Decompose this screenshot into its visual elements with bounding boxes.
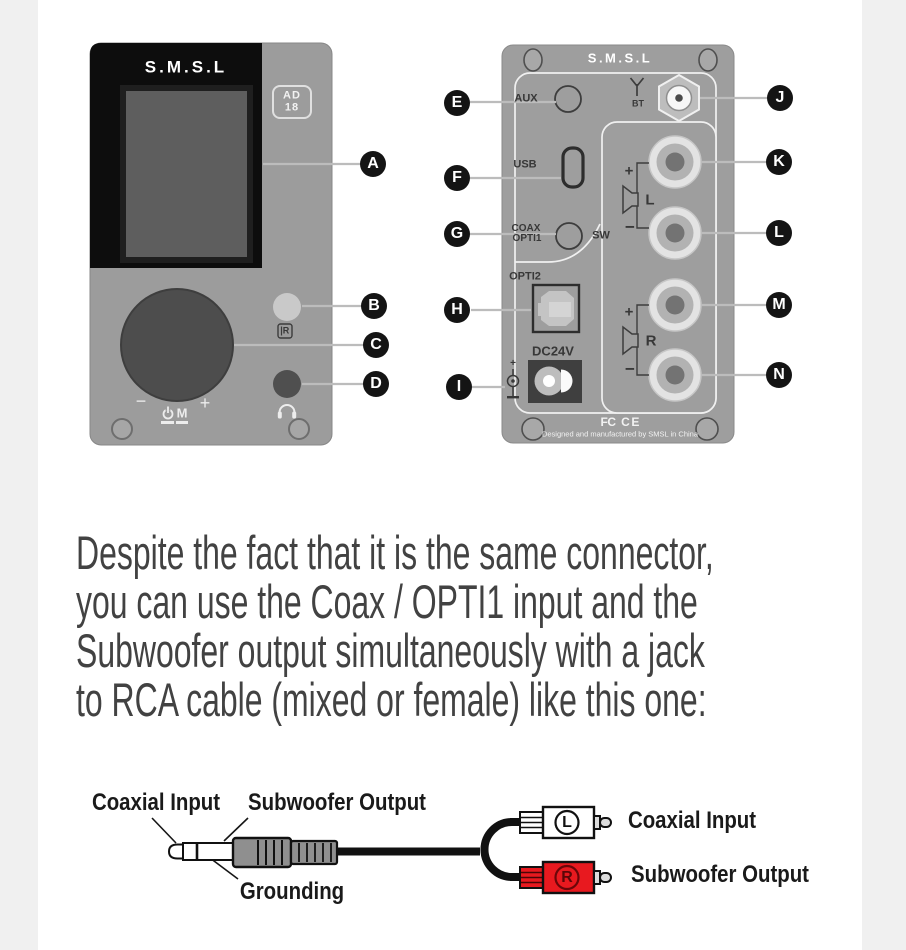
front-device — [89, 42, 364, 446]
cable-leader-lines — [151, 817, 249, 880]
model-badge-line2: 18 — [284, 101, 300, 114]
callout-k: K — [766, 149, 792, 175]
opti2-label: OPTI2 — [509, 270, 541, 283]
back-device — [470, 44, 767, 444]
coax-opti1-jack — [555, 222, 583, 250]
ir-icon — [277, 323, 293, 339]
coax-label: COAX — [511, 223, 541, 234]
rca-plug-white — [519, 805, 612, 840]
dc-polarity-icon — [506, 369, 520, 399]
page-right-margin — [862, 0, 906, 950]
cable-split — [480, 818, 521, 881]
paragraph-line: Despite the fact that it is the same con… — [76, 526, 714, 579]
screw-hole — [288, 418, 310, 440]
jack-sleeve-label: Grounding — [239, 878, 345, 905]
right-plus-mark: + — [624, 303, 634, 321]
callout-c: C — [363, 332, 389, 358]
jack-tip-label: Coaxial Input — [91, 789, 221, 816]
left-minus-mark: − — [625, 217, 635, 237]
section-divider — [515, 223, 601, 263]
rca-red-label: Subwoofer Output — [631, 861, 809, 888]
device-diagram — [89, 42, 767, 446]
dc-polarity-plus: + — [510, 358, 516, 369]
screw-hole — [698, 48, 718, 72]
speaker-l-icon — [622, 184, 639, 215]
left-channel-mark: L — [645, 191, 655, 209]
power-underline — [161, 421, 174, 424]
jack-plug — [167, 836, 480, 869]
terminal-right-plus — [648, 278, 702, 332]
jack-ring-label: Subwoofer Output — [248, 789, 426, 816]
speaker-terminals — [648, 135, 702, 402]
callout-l: L — [766, 220, 792, 246]
cable-diagram — [151, 805, 612, 895]
rca-white-label: Coaxial Input — [627, 807, 757, 834]
terminal-left-minus — [648, 206, 702, 260]
callout-h: H — [444, 297, 470, 323]
volume-knob — [120, 288, 234, 402]
ir-icon-letter: R — [282, 325, 290, 336]
back-leader-lines — [470, 96, 767, 389]
callout-e: E — [444, 90, 470, 116]
callout-i: I — [446, 374, 472, 400]
aux-label: AUX — [514, 92, 538, 105]
bt-antenna-icon — [629, 77, 645, 96]
footer-note: Designed and manufactured by SMSL in Chi… — [541, 429, 699, 439]
rca-plug-red — [519, 860, 612, 895]
left-plus-mark: + — [624, 162, 634, 180]
paragraph-line: Subwoofer output simultaneously with a j… — [76, 624, 705, 677]
opti1-label: OPTI1 — [512, 233, 542, 244]
page-left-margin — [0, 0, 38, 950]
usb-port — [561, 146, 585, 189]
callout-a: A — [360, 151, 386, 177]
bt-label: BT — [632, 98, 644, 109]
jack-tip — [167, 843, 184, 860]
front-brand-logo: S.M.S.L — [144, 57, 228, 77]
terminal-left-plus — [648, 135, 702, 189]
screw-hole — [111, 418, 133, 440]
model-badge-frame — [272, 85, 312, 119]
speaker-r-icon — [622, 325, 639, 356]
speaker-wiring-icons — [622, 162, 649, 376]
volume-minus-mark: − — [135, 391, 147, 411]
screw-hole — [521, 417, 545, 441]
sw-label: SW — [592, 229, 610, 242]
headphone-jack — [273, 370, 301, 398]
rca-red-channel: R — [561, 869, 573, 886]
mode-mark: M — [176, 405, 188, 421]
model-badge-line1: AD — [283, 89, 301, 102]
headphone-icon — [277, 404, 297, 419]
power-icon — [162, 406, 174, 420]
dc-power-jack — [528, 360, 582, 403]
callout-b: B — [361, 293, 387, 319]
paragraph-line: you can use the Coax / OPTI1 input and t… — [76, 575, 698, 628]
rca-white-channel: L — [562, 814, 572, 831]
callout-n: N — [766, 362, 792, 388]
callout-d: D — [363, 371, 389, 397]
callout-m: M — [766, 292, 792, 318]
callout-g: G — [444, 221, 470, 247]
opti2-port — [531, 283, 581, 334]
right-channel-mark: R — [645, 332, 657, 350]
aux-jack — [554, 85, 582, 113]
fcc-mark: FC — [600, 415, 617, 429]
volume-plus-mark: + — [199, 393, 211, 413]
screw-hole — [695, 417, 719, 441]
terminal-right-minus — [648, 348, 702, 402]
paragraph-line: to RCA cable (mixed or female) like this… — [76, 673, 707, 726]
usb-label: USB — [513, 158, 537, 171]
mode-underline — [176, 421, 188, 424]
screw-hole — [523, 48, 543, 72]
ir-receiver — [273, 293, 301, 321]
display-screen — [120, 85, 253, 263]
callout-f: F — [444, 165, 470, 191]
dc24v-label: DC24V — [532, 343, 574, 359]
right-minus-mark: − — [625, 359, 635, 379]
back-brand-logo: S.M.S.L — [587, 50, 653, 66]
callout-j: J — [767, 85, 793, 111]
front-leader-lines — [234, 162, 364, 386]
bt-antenna-connector — [658, 73, 700, 123]
ce-mark: CE — [621, 415, 641, 429]
